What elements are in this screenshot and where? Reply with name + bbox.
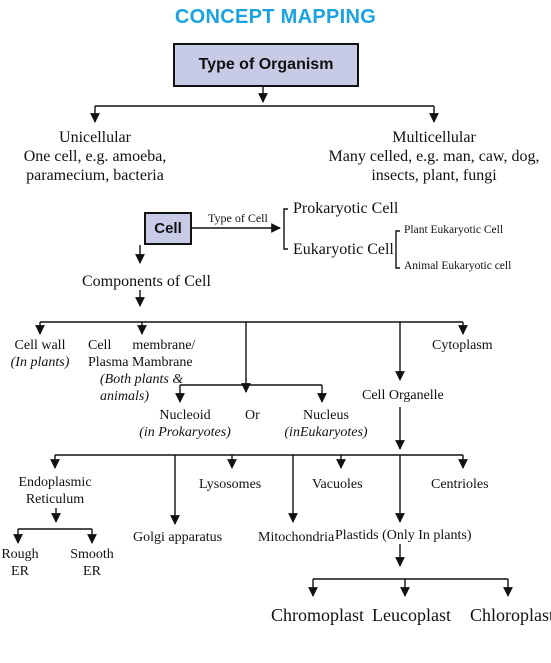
cell-membrane: Cell membrane/ xyxy=(88,338,196,353)
multicellular-line1: Many celled, e.g. man, caw, dog, xyxy=(328,148,540,165)
prokaryotic-cell: Prokaryotic Cell xyxy=(293,200,399,217)
smooth-er-line2: ER xyxy=(83,564,101,579)
multicellular-line2: insects, plant, fungi xyxy=(371,167,497,184)
unicellular-block: Unicellular One cell, e.g. amoeba, param… xyxy=(0,128,190,185)
smooth-er-block: Smooth ER xyxy=(62,546,122,580)
nucleus-block: Nucleus (inEukaryotes) xyxy=(276,407,376,441)
eukaryotic-bracket xyxy=(395,230,400,269)
nucleoid-note: (in Prokaryotes) xyxy=(139,425,231,440)
page-title: CONCEPT MAPPING xyxy=(174,6,377,28)
unicellular-line2: paramecium, bacteria xyxy=(26,167,164,184)
rough-er-block: Rough ER xyxy=(0,546,40,580)
chromoplast: Chromoplast xyxy=(271,605,364,625)
nucleoid: Nucleoid xyxy=(159,408,211,423)
multicellular-heading: Multicellular xyxy=(392,129,476,146)
nucleus-note: (inEukaryotes) xyxy=(284,425,368,440)
cytoplasm: Cytoplasm xyxy=(432,338,493,353)
eukaryotic-cell: Eukaryotic Cell xyxy=(293,241,394,258)
rough-er-line1: Rough xyxy=(1,547,39,562)
cell-wall: Cell wall xyxy=(14,338,66,353)
centrioles: Centrioles xyxy=(431,477,489,492)
plastids: Plastids (Only In plants) xyxy=(335,528,472,543)
er-block: Endoplasmic Reticulum xyxy=(10,474,100,508)
multicellular-block: Multicellular Many celled, e.g. man, caw… xyxy=(320,128,548,185)
vacuoles: Vacuoles xyxy=(312,477,363,492)
type-of-cell-label: Type of Cell xyxy=(208,211,268,225)
cell-type-bracket xyxy=(283,208,288,250)
golgi-apparatus: Golgi apparatus xyxy=(133,530,223,545)
components-of-cell: Components of Cell xyxy=(82,273,211,290)
rough-er-line2: ER xyxy=(11,564,29,579)
cell-box: Cell xyxy=(144,212,192,245)
plant-eukaryotic-cell: Plant Eukaryotic Cell xyxy=(404,224,504,236)
smooth-er-line1: Smooth xyxy=(70,547,114,562)
cell-wall-block: Cell wall (In plants) xyxy=(0,337,80,371)
reticulum: Reticulum xyxy=(25,492,85,507)
unicellular-line1: One cell, e.g. amoeba, xyxy=(23,148,167,165)
lysosomes: Lysosomes xyxy=(199,477,262,492)
or-label: Or xyxy=(245,408,260,423)
cell-organelle: Cell Organelle xyxy=(362,388,444,403)
leucoplast: Leucoplast xyxy=(372,605,451,625)
mitochondria: Mitochondria xyxy=(258,530,335,545)
animal-eukaryotic-cell: Animal Eukaryotic cell xyxy=(404,260,512,272)
unicellular-heading: Unicellular xyxy=(59,129,131,146)
endoplasmic: Endoplasmic xyxy=(18,475,92,490)
cell-wall-note: (In plants) xyxy=(10,355,70,370)
nucleoid-block: Nucleoid (in Prokaryotes) xyxy=(130,407,240,441)
membrane-block: Cell membrane/ Plasma Mambrane (Both pla… xyxy=(88,337,195,405)
nucleus: Nucleus xyxy=(303,408,349,423)
membrane-note-1: (Both plants & xyxy=(100,372,184,387)
chloroplast: Chloroplast xyxy=(470,605,551,625)
plasma-membrane: Plasma Mambrane xyxy=(88,355,193,370)
membrane-note-2: animals) xyxy=(100,389,149,404)
root-box: Type of Organism xyxy=(173,43,359,87)
